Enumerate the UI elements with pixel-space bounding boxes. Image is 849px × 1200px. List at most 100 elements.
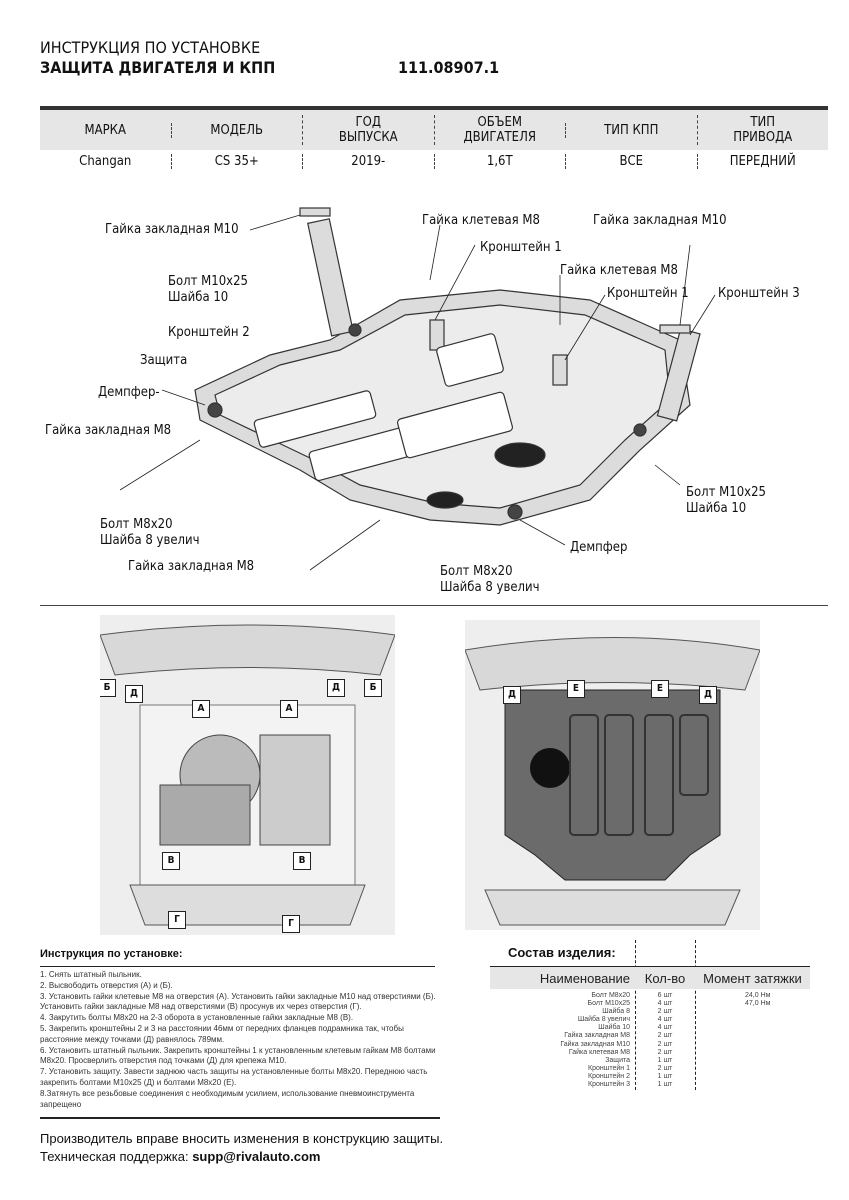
part-torque <box>695 1081 810 1089</box>
spec-value-cell: CS 35+ <box>170 154 303 169</box>
photo-after-install: Д Е Е Д <box>465 620 760 930</box>
spec-header-cell: МАРКА <box>84 122 126 138</box>
marker-a: А <box>280 700 298 718</box>
bracket-1b <box>552 354 568 386</box>
parts-row: Защита 1 шт <box>490 1057 810 1065</box>
marker-b: Б <box>100 679 116 697</box>
label-bracket1-b: Кронштейн 1 <box>607 286 689 301</box>
instruction-step: 6. Установить штатный пыльник. Закрепить… <box>40 1045 436 1066</box>
label-nut-m10-right: Гайка закладная М10 <box>593 213 727 228</box>
marker-d: Д <box>125 685 143 703</box>
label-washer10-right: Шайба 10 <box>686 501 747 516</box>
nut-plate-m10-right <box>659 324 691 334</box>
part-torque <box>695 1073 810 1081</box>
label-bolt-m8-left: Болт М8х20 <box>100 517 173 532</box>
label-nut-m8-bottom: Гайка закладная М8 <box>128 559 255 574</box>
label-shield: Защита <box>140 353 188 368</box>
header-torque: Момент затяжки <box>703 970 802 986</box>
part-name: Гайка клетевая М8 <box>568 1048 630 1056</box>
label-damper-right: Демпфер <box>570 540 628 555</box>
label-bolt-m10-right: Болт М10х25 <box>686 485 766 500</box>
part-torque <box>695 1024 810 1032</box>
divider <box>40 1117 440 1119</box>
parts-row: Кронштейн 1 2 шт <box>490 1065 810 1073</box>
instruction-step: 3. Установить гайки клетевые М8 на отвер… <box>40 991 436 1012</box>
part-name: Шайба 10 <box>598 1024 630 1032</box>
label-bracket-3: Кронштейн 3 <box>718 286 800 301</box>
label-washer8-bottom: Шайба 8 увелич <box>440 580 540 595</box>
part-qty: 6 шт <box>657 992 673 999</box>
instructions-title: Инструкция по установке: <box>40 948 183 960</box>
label-washer10-left: Шайба 10 <box>168 290 229 305</box>
spec-value-cell: 1,6T <box>433 154 566 169</box>
divider <box>490 966 810 967</box>
label-damper-left: Демпфер- <box>98 385 160 400</box>
nut-plate-m10 <box>299 207 331 217</box>
bracket-1a <box>429 319 445 351</box>
marker-d: Д <box>327 679 345 697</box>
divider <box>40 966 435 967</box>
instruction-step: 1. Снять штатный пыльник. <box>40 970 142 979</box>
spec-header-cell: ГОД ВЫПУСКА <box>302 115 434 145</box>
engine-bay-illustration <box>100 624 395 926</box>
label-nut-m8-left: Гайка закладная М8 <box>45 423 172 438</box>
part-torque <box>695 1016 810 1024</box>
part-name: Кронштейн 3 <box>588 1081 630 1089</box>
part-qty: 1 шт <box>657 1072 673 1080</box>
header-name: Наименование <box>539 970 630 986</box>
part-name: Кронштейн 1 <box>588 1064 630 1072</box>
support-email[interactable]: supp@rivalauto.com <box>192 1149 321 1164</box>
instructions-list: 1. Снять штатный пыльник.2. Высвободить … <box>40 970 440 1110</box>
marker-g: Г <box>168 911 186 929</box>
part-name: Шайба 8 увелич <box>577 1016 630 1024</box>
instruction-step: 4. Закрутить болты М8х20 на 2-3 оборота … <box>40 1013 354 1023</box>
part-qty: 4 шт <box>657 1000 673 1008</box>
spec-value-cell: 2019- <box>302 154 434 169</box>
part-qty: 4 шт <box>657 1016 673 1024</box>
bracket-2 <box>307 218 354 337</box>
header-qty: Кол-во <box>644 970 686 986</box>
support-label: Техническая поддержка: <box>40 1149 193 1164</box>
marker-v: В <box>293 852 311 870</box>
instruction-step: 7. Установить защиту. Завести заднюю час… <box>40 1067 428 1087</box>
part-qty: 2 шт <box>657 1040 673 1048</box>
instruction-step: 5. Закрепить кронштейны 2 и 3 на расстоя… <box>40 1023 404 1044</box>
product-code: 111.08907.1 <box>398 58 500 77</box>
parts-row: Шайба 8 увелич 4 шт <box>490 1016 810 1024</box>
marker-d: Д <box>699 686 717 704</box>
part-torque <box>695 1008 810 1016</box>
marker-d: Д <box>503 686 521 704</box>
marker-a: А <box>192 700 210 718</box>
marker-g: Г <box>282 915 300 933</box>
label-bracket1-a: Кронштейн 1 <box>480 240 562 255</box>
part-torque <box>695 1057 810 1065</box>
part-torque <box>695 1032 810 1040</box>
part-torque: 47,0 Нм <box>745 1000 771 1008</box>
marker-v: В <box>162 852 180 870</box>
part-torque <box>695 1041 810 1049</box>
part-qty: 1 шт <box>657 1081 673 1089</box>
part-torque <box>695 1049 810 1057</box>
part-torque: 24,0 Нм <box>745 992 771 999</box>
part-name: Защита <box>605 1056 630 1064</box>
label-nut-m10-left: Гайка закладная М10 <box>105 222 239 237</box>
marker-e: Е <box>567 680 585 698</box>
part-qty: 1 шт <box>657 1056 673 1064</box>
divider <box>40 605 828 606</box>
divider <box>695 940 696 1090</box>
divider <box>635 940 636 1090</box>
part-qty: 2 шт <box>657 1064 673 1072</box>
part-name: Гайка закладная М8 <box>564 1032 630 1040</box>
installed-shield-illustration <box>465 637 760 926</box>
part-name: Болт М8х20 <box>591 992 630 999</box>
part-name: Шайба 8 <box>602 1008 630 1016</box>
